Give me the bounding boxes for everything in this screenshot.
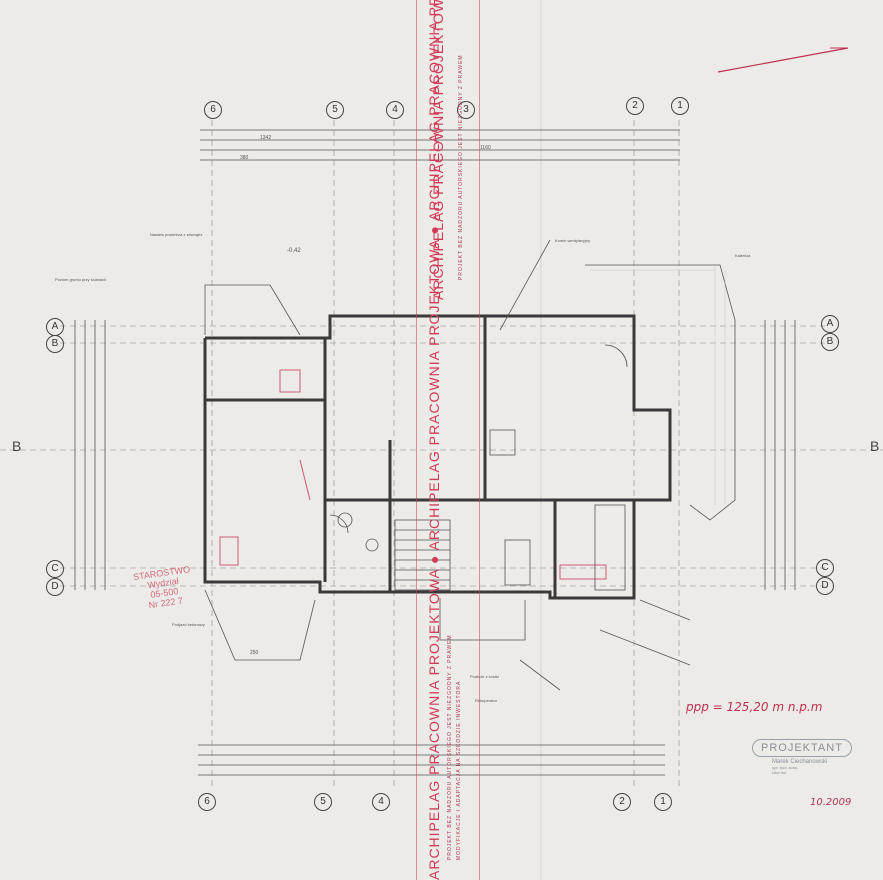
grid-axis-label: C — [816, 559, 834, 577]
drawing-note: Nawiew powietrza z zewnątrz — [150, 232, 203, 237]
grid-axis-label: 1 — [654, 793, 672, 811]
section-mark-right: B — [870, 438, 880, 454]
grid-axis-label: 5 — [314, 793, 332, 811]
designer-stamp-title: PROJEKTANT — [752, 739, 852, 757]
drawing-note: Rekuperator — [475, 698, 498, 703]
grid-axis-label: D — [46, 578, 64, 596]
drawing-note: Podłoże z kostki — [470, 674, 499, 679]
dimension-value: 1160 — [480, 145, 491, 151]
grid-axis-label: 2 — [626, 97, 644, 115]
drawing-note: Kalenica — [735, 253, 751, 258]
dimension-value: 380 — [240, 155, 249, 161]
drawing-note: Poziom gruntu przy ścianach — [55, 277, 107, 282]
stamp-text-repeated: ARCHIPELAG PRACOWNIA PROJEKTOWA ● ARCHIP… — [426, 0, 442, 880]
handwritten-date: 10.2009 — [810, 797, 852, 808]
designer-chamber: Izba Inż. — [772, 770, 788, 775]
office-stamp: STAROSTWO Wydział 05-500 Nr 222 7 — [132, 564, 194, 612]
drawing-note: Komin wentylacyjny — [555, 238, 591, 243]
stamp-fine-print: PROJEKT BEZ NADZORU AUTORSKIEGO JEST NIE… — [447, 634, 453, 860]
grid-axis-label: A — [46, 318, 64, 336]
grid-axis-label: 5 — [326, 101, 344, 119]
dimension-value: 1342 — [260, 135, 272, 141]
section-mark-left: B — [12, 438, 22, 454]
grid-axis-label: 6 — [198, 793, 216, 811]
designer-stamp: PROJEKTANT Marek Ciechanowski upr. bud. … — [752, 738, 872, 798]
elevation-note: -0,42 — [287, 248, 301, 254]
stamp-fine-print: PROJEKT BEZ NADZORU AUTORSKIEGO JEST NIE… — [458, 54, 464, 280]
archipelag-stamp-strip — [416, 0, 480, 880]
grid-axis-label: B — [821, 333, 839, 351]
grid-axis-label: 6 — [204, 101, 222, 119]
grid-axis-label: 2 — [613, 793, 631, 811]
grid-axis-label: C — [46, 560, 64, 578]
drawing-note: Podjazd betonowy — [172, 622, 205, 627]
designer-name: Marek Ciechanowski — [772, 759, 828, 765]
grid-axis-label: 4 — [372, 793, 390, 811]
grid-axis-label: A — [821, 315, 839, 333]
grid-axis-label: B — [46, 335, 64, 353]
handwritten-elevation: ppp = 125,20 m n.p.m — [686, 700, 823, 714]
stamp-fine-print: MODYFIKACJE I ADAPTACJA NA SZKODZIE INWE… — [456, 680, 462, 860]
sheet-fold-line — [540, 0, 542, 880]
grid-axis-label: 3 — [457, 101, 475, 119]
designer-license: upr. bud. kons. — [772, 765, 799, 770]
grid-axis-label: 1 — [671, 97, 689, 115]
grid-axis-label: 4 — [386, 101, 404, 119]
dimension-value: 250 — [250, 650, 259, 656]
grid-axis-label: D — [816, 577, 834, 595]
